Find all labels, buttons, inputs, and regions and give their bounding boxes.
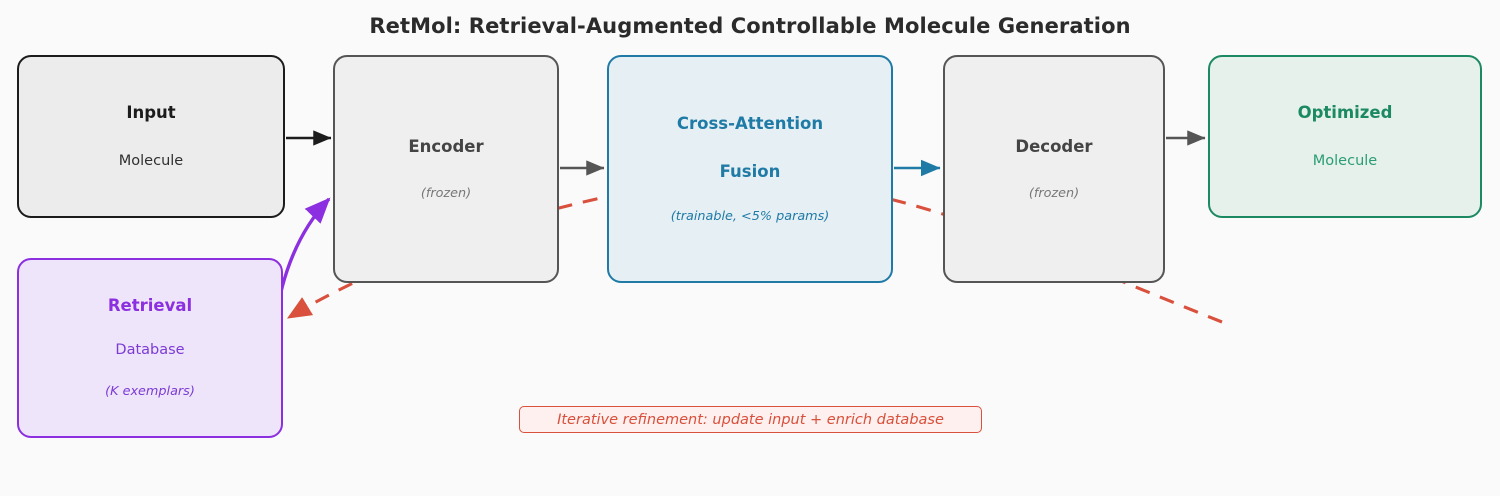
page-title: RetMol: Retrieval-Augmented Controllable… <box>369 14 1131 38</box>
node-optimized[interactable]: Optimized Molecule <box>1208 55 1482 218</box>
node-encoder-note: (frozen) <box>420 185 472 201</box>
node-optimized-title: Optimized <box>1297 103 1393 123</box>
node-retrieval-note: (K exemplars) <box>105 384 195 400</box>
node-retrieval-subtitle: Database <box>115 342 185 359</box>
node-encoder[interactable]: Encoder (frozen) <box>333 55 559 283</box>
node-cross-attention-fusion[interactable]: Cross-Attention Fusion (trainable, <5% p… <box>607 55 893 283</box>
node-optimized-subtitle: Molecule <box>1312 152 1378 169</box>
iterative-refinement-caption: Iterative refinement: update input + enr… <box>519 406 982 433</box>
node-decoder[interactable]: Decoder (frozen) <box>943 55 1165 283</box>
node-decoder-note: (frozen) <box>1028 185 1080 201</box>
node-decoder-title: Decoder <box>1015 136 1093 156</box>
node-input[interactable]: Input Molecule <box>17 55 285 218</box>
node-encoder-title: Encoder <box>408 136 484 156</box>
arrow-retrieval-to-encoder <box>274 197 331 349</box>
node-retrieval-title: Retrieval <box>107 296 193 316</box>
node-fusion-title-line1: Cross-Attention <box>676 113 824 133</box>
node-input-subtitle: Molecule <box>118 152 184 169</box>
node-fusion-note: (trainable, <5% params) <box>670 208 830 224</box>
node-fusion-title-line2: Fusion <box>719 161 781 181</box>
node-input-title: Input <box>126 103 176 123</box>
node-retrieval-database[interactable]: Retrieval Database (K exemplars) <box>17 258 283 438</box>
